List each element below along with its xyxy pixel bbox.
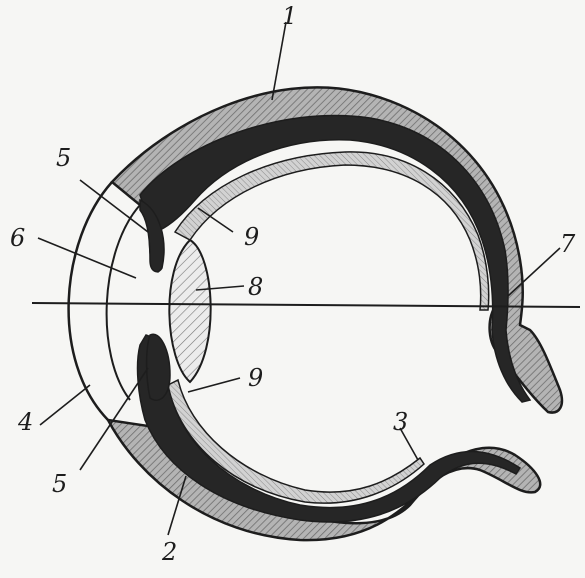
label-2: 2 <box>161 538 177 566</box>
label-5-upper: 5 <box>56 144 71 172</box>
cornea-inner <box>107 205 140 400</box>
label-7: 7 <box>560 230 576 258</box>
label-8: 8 <box>248 273 263 301</box>
label-3: 3 <box>393 408 408 436</box>
label-5-lower: 5 <box>52 470 67 498</box>
lens <box>169 240 210 382</box>
label-1: 1 <box>282 2 297 30</box>
label-4: 4 <box>17 408 33 436</box>
label-9-upper: 9 <box>244 223 259 251</box>
iris-lower <box>147 334 170 400</box>
label-6: 6 <box>10 224 25 252</box>
cornea-outer <box>69 182 112 420</box>
label-9-lower: 9 <box>248 364 263 392</box>
